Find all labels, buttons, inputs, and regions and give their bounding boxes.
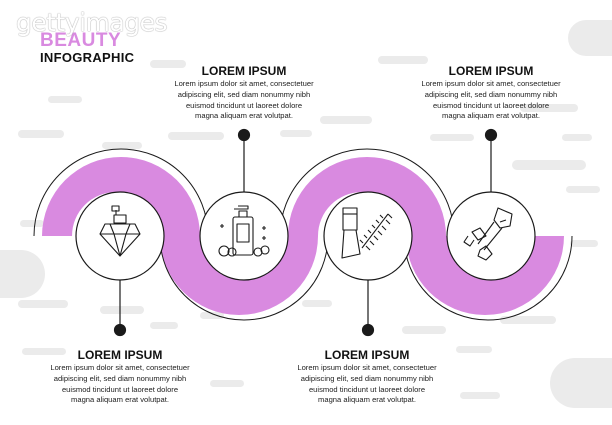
step-3-body: Lorem ipsum dolor sit amet, consectetuer… [272, 363, 462, 406]
step-1-body-line: Lorem ipsum dolor sit amet, consectetuer [50, 363, 190, 372]
watermark-gettyimages: gettyimages [16, 8, 168, 37]
step-4-body: Lorem ipsum dolor sit amet, consectetuer… [396, 79, 586, 122]
step-2-body-line: euismod tincidunt ut laoreet dolore [185, 100, 303, 110]
step-3-body-line: adipiscing elit, sed diam nonummy nibh [300, 373, 434, 383]
eyelash-curler-icon [463, 207, 513, 261]
mascara-icon [341, 207, 393, 259]
step-4-body-line: Lorem ipsum dolor sit amet, consectetuer [421, 79, 561, 88]
step-3-heading: LOREM IPSUM [324, 348, 410, 362]
step-4-body-line: euismod tincidunt ut laoreet dolore [432, 100, 550, 110]
node-circle-3 [323, 191, 413, 281]
step-4-body-line: magna aliquam erat volutpat. [442, 111, 540, 121]
outer-arcs [33, 148, 573, 321]
wave-ribbon [42, 157, 564, 315]
node-circles [75, 191, 536, 281]
node-circle-2 [199, 191, 289, 281]
connectors [113, 128, 498, 337]
step-3-body-line: Lorem ipsum dolor sit amet, consectetuer [297, 363, 437, 372]
title-infographic: INFOGRAPHIC [40, 50, 135, 65]
node-circle-1 [75, 191, 165, 281]
step-2-heading: LOREM IPSUM [201, 64, 287, 78]
step-1-body-line: magna aliquam erat volutpat. [71, 395, 169, 405]
step-2-body-line: Lorem ipsum dolor sit amet, consectetuer [174, 79, 314, 88]
step-2-body: Lorem ipsum dolor sit amet, consectetuer… [149, 79, 339, 122]
title-beauty: BEAUTY [40, 30, 122, 51]
step-2-body-line: magna aliquam erat volutpat. [195, 111, 293, 121]
step-1-heading: LOREM IPSUM [77, 348, 163, 362]
perfume-bottle-icon [99, 205, 141, 257]
background-pills [0, 20, 612, 408]
step-1-body-line: euismod tincidunt ut laoreet dolore [61, 384, 179, 394]
step-3-body-line: euismod tincidunt ut laoreet dolore [308, 384, 426, 394]
step-4-heading: LOREM IPSUM [448, 64, 534, 78]
step-4-body-line: adipiscing elit, sed diam nonummy nibh [424, 89, 558, 99]
step-1-body-line: adipiscing elit, sed diam nonummy nibh [53, 373, 187, 383]
soap-dispenser-icon [218, 205, 270, 257]
node-circle-4 [446, 191, 536, 281]
step-2-body-line: adipiscing elit, sed diam nonummy nibh [177, 89, 311, 99]
step-1-body: Lorem ipsum dolor sit amet, consectetuer… [25, 363, 215, 406]
step-3-body-line: magna aliquam erat volutpat. [318, 395, 416, 405]
